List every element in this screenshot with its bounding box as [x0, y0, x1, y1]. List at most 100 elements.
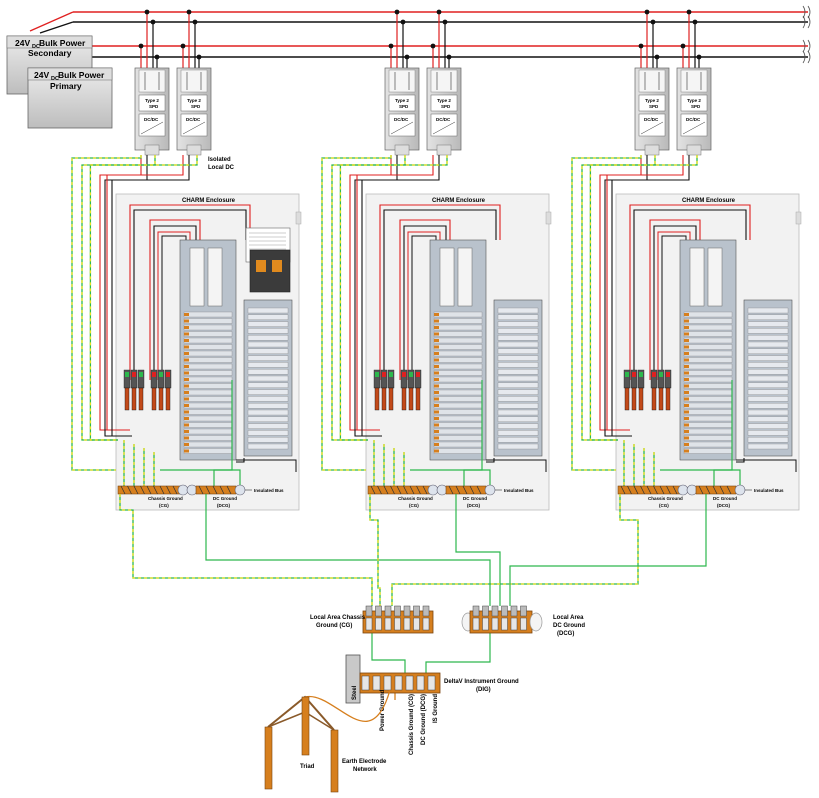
dcdc-box — [680, 113, 708, 137]
charm-slot — [683, 311, 733, 318]
ground-interconnect-wires — [119, 494, 707, 700]
fuse-holder — [624, 387, 630, 411]
module-output-wires — [71, 155, 251, 471]
charm-slot — [183, 383, 233, 389]
fuse-holder — [381, 387, 387, 411]
charm-carrier — [179, 239, 297, 472]
insulated-bus-label: Insulated Bus — [754, 488, 784, 493]
bar-screw — [403, 485, 408, 495]
dc-out-negative — [361, 155, 440, 437]
charm-slot — [183, 318, 233, 324]
dig-terminal-screw — [383, 675, 392, 691]
fuse-holder — [165, 387, 171, 411]
charm-power-positive — [399, 219, 451, 380]
dcg-link-2 — [660, 469, 741, 486]
bar-screw — [127, 485, 132, 495]
dig-terminal-screw — [372, 675, 381, 691]
charm-indicator — [184, 436, 189, 440]
charm-indicator — [434, 319, 439, 323]
bus-junction-dot — [436, 9, 442, 15]
extension-slot — [497, 328, 539, 334]
enclosure1-cg-to-lacg-stripe — [119, 494, 373, 606]
charm-slot — [683, 422, 733, 428]
extension-slot — [497, 382, 539, 388]
charm-slot — [683, 409, 733, 415]
lacg-terminal — [365, 605, 373, 617]
charm-slot — [433, 357, 483, 363]
terminal-indicator — [666, 372, 670, 377]
bus-junction-dot — [186, 9, 192, 15]
terminal-indicator — [382, 372, 386, 377]
ladcg-terminal-screw — [510, 617, 518, 631]
steel-label: Steel — [352, 685, 358, 700]
extension-slot — [747, 369, 789, 375]
bar-screw — [226, 485, 232, 495]
charm-indicator — [434, 404, 439, 407]
fuse-holder — [401, 387, 407, 411]
bus-junction-dot — [180, 43, 186, 49]
charm-indicator — [684, 391, 689, 394]
dc-out-negative — [611, 155, 690, 437]
charm-power-positive-2 — [157, 231, 191, 380]
charm-indicator — [684, 339, 689, 342]
charm-slot — [683, 402, 733, 409]
bus-junction-dot — [696, 54, 702, 60]
fuse-block — [138, 69, 166, 93]
carrier-dc-link — [486, 459, 547, 472]
extension-slot — [247, 409, 289, 416]
dcdc-diagonal — [432, 121, 456, 135]
dc-ground-label: DC Ground — [713, 496, 737, 501]
extension-slot — [747, 416, 789, 422]
dc-out-negative — [111, 155, 190, 437]
charm-slot — [433, 363, 483, 370]
charm-power-positive — [649, 219, 701, 380]
charm-slot — [183, 344, 233, 350]
dcdc-label: DC/DC — [644, 117, 659, 122]
dcg-abbr-label: (DCG) — [217, 503, 230, 508]
ladcg-terminal-screw — [520, 617, 527, 631]
dcdc-label: DC/DC — [686, 117, 701, 122]
charm-power-negative — [653, 225, 697, 380]
charm-indicator — [184, 449, 189, 453]
fuse-holder — [415, 387, 421, 411]
lacg-terminal — [403, 605, 411, 617]
insulator — [186, 484, 198, 496]
spd-label-line1: Type 2 — [187, 98, 201, 103]
dig-terminal-power-ground: Power Ground — [380, 689, 386, 731]
dcdc-box — [180, 113, 208, 137]
charm-power-negative-2 — [161, 235, 187, 380]
lacg-terminal-screw — [422, 617, 430, 631]
bar-screw — [659, 485, 665, 495]
isolated-local-dc-line1: Isolated — [208, 157, 231, 163]
chassis-ground-label: Chassis Ground — [648, 496, 683, 501]
bar-screw — [712, 485, 718, 495]
ladcg-terminal — [482, 605, 489, 617]
enclosure1-cg-to-lacg — [119, 494, 373, 606]
module-terminal — [144, 144, 160, 156]
carrier-link — [236, 458, 245, 463]
charm-slot — [183, 422, 233, 428]
terminal-indicator — [409, 372, 413, 377]
secondary-voltage: 24V — [15, 38, 30, 48]
bulk-power-primary: 24V DC Bulk Power Primary — [27, 67, 113, 129]
charm-indicator — [184, 319, 189, 323]
dcdc-box — [388, 113, 416, 137]
bar-screw — [377, 485, 382, 495]
bar-screw — [653, 485, 658, 495]
spd-label-line2: SPD — [149, 104, 159, 109]
charm-indicator — [184, 332, 189, 336]
charm-slot — [183, 357, 233, 363]
module-terminal — [394, 144, 410, 156]
carrier-dc-link — [236, 459, 297, 472]
charm-slot — [433, 370, 483, 376]
charm-slot — [683, 389, 733, 396]
charm-power-negative — [153, 225, 197, 380]
ladcg-terminal-screw — [472, 617, 480, 631]
extension-slot — [747, 409, 789, 416]
charm-indicator — [434, 332, 439, 336]
fuse-holder — [124, 387, 130, 411]
charm-indicator — [684, 436, 689, 440]
charm-slot — [433, 311, 483, 318]
